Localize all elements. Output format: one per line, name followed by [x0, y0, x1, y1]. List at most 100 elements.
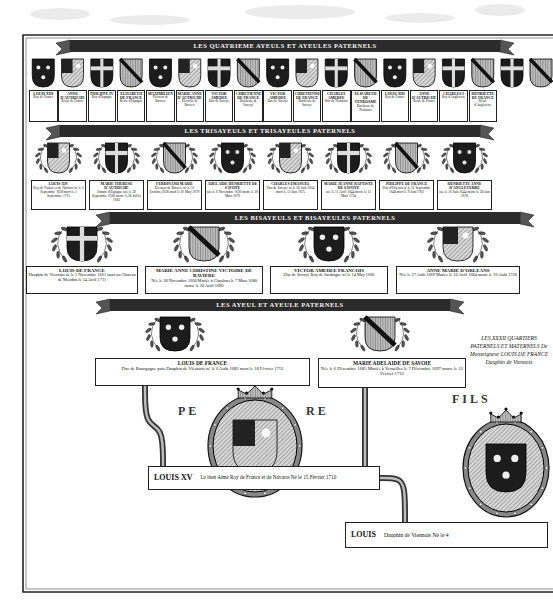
- person-details: Dauphin de Viennois Né le 4: [384, 532, 449, 538]
- person-details: Reine de France: [412, 100, 437, 104]
- laurel-spray: [343, 226, 361, 262]
- person-details: Electeur de Baviere: [148, 96, 173, 104]
- person-name: ADELAIDE HENRIETTE DE SAVOYE: [207, 182, 258, 191]
- person-name: ANNE D'AUTRICHE: [60, 92, 85, 101]
- ribbon-tail: [500, 40, 514, 55]
- laurel-spray: [242, 144, 256, 174]
- ancestor-box: VICTOR AMEDEEDuc de Savoye: [263, 90, 292, 122]
- person-details: née le 16 Juin 1644 morte le 30 Juin 167…: [439, 190, 490, 198]
- paper-stain: [245, 5, 355, 19]
- text-holder: LOUIS DE FRANCEDuc de Bourgogne puis Dau…: [97, 360, 308, 371]
- ancestor-box: LOUIS DE FRANCEDuc de Bourgogne puis Dau…: [95, 358, 310, 386]
- ancestor-box: ANNE D'AUTRICHEReine de France: [410, 90, 439, 122]
- text-holder: CHARLES EMANUELDuc de Savoye né le 20 Ju…: [265, 182, 316, 194]
- person-name: MARIE ANNE D'AUTRICHE: [177, 92, 202, 101]
- laurel-spray: [300, 144, 314, 174]
- ribbon-tail: [96, 299, 110, 314]
- ancestor-box: ELISABETH DE VENDOSMEDuchesse de Nemours: [351, 90, 380, 122]
- text-holder: CHARLES IRoy d'Angleterre: [441, 92, 466, 100]
- paper-stain: [475, 4, 525, 16]
- coat-of-arms: [454, 143, 476, 173]
- person-details: Duc de Bourgogne puis Dauphin de Viennoi…: [97, 366, 308, 371]
- ancestor-box: ELISABETH DE FRANCEReine d'Espagne: [117, 90, 146, 122]
- paper-stain: [30, 8, 90, 20]
- person-details: Roy de France: [31, 96, 56, 100]
- text-holder: LOUIS DE FRANCEDauphin de Viennois né le…: [28, 268, 136, 284]
- coat-of-arms: [365, 317, 395, 351]
- person-details: née le 11 Avril 1644 morte le 15 Mars 17…: [323, 190, 374, 198]
- generation-label: FILS: [452, 392, 491, 407]
- frame-line: [26, 38, 553, 589]
- branch-core: [380, 478, 405, 522]
- person-details: Roy d'Espagne: [89, 96, 114, 100]
- laurel-spray: [35, 144, 49, 174]
- branch-core: [145, 386, 163, 466]
- person-name: HENRIETTE ANNE D'ANGLETERRE: [439, 182, 490, 191]
- text-holder: CHRETIENNE DE FRANCEDuchesse de Savoye: [236, 92, 261, 109]
- person-details: Electrice de Baviere: [177, 100, 202, 108]
- text-holder: LES AYEUL ET AYEULE PATERNELS: [110, 299, 450, 311]
- ancestor-box: FERDINAND MARIEElecteur de Baviere né le…: [147, 180, 202, 210]
- coat-of-arms: [106, 143, 128, 173]
- coat-of-arms: [32, 59, 54, 87]
- person-details: Duc de Nemours: [324, 100, 349, 104]
- ribbon-tail: [96, 212, 110, 227]
- coat-of-arms: [396, 143, 418, 173]
- person-details: Infante d'Espagne née le 20 Septembre 16…: [91, 190, 142, 202]
- laurel-spray: [358, 144, 372, 174]
- person-name: CHARLES AMEDEE: [324, 92, 349, 101]
- ancestor-box: MARIE ADELAIDE DE SAVOIENée le 6 Décembr…: [318, 358, 466, 388]
- ancestor-box: PHILIPPE DE FRANCEDuc d'Orleans né le 21…: [379, 180, 434, 210]
- coat-of-arms: [179, 59, 201, 87]
- person-name: FERDINAND MARIE: [149, 182, 200, 186]
- person-name: LES AYEUL ET AYEULE PATERNELS: [110, 299, 450, 311]
- laurel-spray: [93, 144, 107, 174]
- ancestor-box: MARIE ANNE D'AUTRICHEElectrice de Bavier…: [176, 90, 205, 122]
- person-details: Née le 27 Août 1669 Mariée le 10 Avril 1…: [398, 273, 518, 278]
- person-name: LES QUATRIEME AYEULS ET AYEULES PATERNEL…: [70, 40, 500, 52]
- laurel-spray: [267, 144, 281, 174]
- person-details: Duc de Savoye né le 20 Juin 1634 mort le…: [265, 186, 316, 194]
- coat-of-arms: [233, 420, 277, 472]
- family-branch: [365, 388, 366, 466]
- text-holder: LOUIS Dauphin de Viennois Né le 4: [351, 530, 449, 539]
- laurel-spray: [383, 144, 397, 174]
- person-name: CHRETIENNE DE FRANCE: [236, 92, 261, 101]
- person-details: Duchesse de Savoye: [294, 100, 319, 108]
- laurel-spray: [325, 144, 339, 174]
- person-name: HENRIETTE DE FRANCE: [470, 92, 495, 101]
- person-name: ELISABETH DE VENDOSME: [353, 92, 378, 105]
- ribbon-tail: [520, 212, 534, 227]
- person-details: Dauphin de Viennois né le 1 Novembre 166…: [28, 273, 136, 283]
- coat-of-arms: [442, 59, 464, 87]
- ribbon-tail: [56, 40, 70, 55]
- coat-of-arms: [189, 227, 219, 261]
- coat-of-arms: [48, 143, 70, 173]
- text-holder: FERDINAND MARIEElecteur de Baviere né le…: [149, 182, 200, 194]
- text-holder: LES BISAYEULS ET BISAYEULES PATERNELS: [110, 212, 520, 224]
- text-holder: ANNE D'AUTRICHEReine de France: [412, 92, 437, 105]
- coat-of-arms: [267, 59, 289, 87]
- person-name: MARIE JEANNE BAPTISTE DE SAVOYE: [323, 182, 374, 191]
- ribbon-tail: [46, 125, 60, 140]
- text-holder: MARIE ANNE D'AUTRICHEElectrice de Bavier…: [177, 92, 202, 109]
- laurel-spray: [298, 226, 316, 262]
- person-name: VICTOR AMEDEE: [207, 92, 232, 101]
- person-name: LOUIS: [351, 530, 376, 539]
- coat-of-arms: [237, 59, 259, 87]
- generation-ribbon: LES TRISAYEULS ET TRISAYEULES PATERNELS: [60, 125, 480, 137]
- generation-ribbon: LES AYEUL ET AYEULE PATERNELS: [110, 299, 450, 311]
- laurel-spray: [68, 144, 82, 174]
- person-details: Roy de France: [382, 96, 407, 100]
- person-name: MARIE ADELAIDE DE SAVOIE: [320, 360, 464, 366]
- branch-outline: [380, 478, 405, 522]
- person-name: LOUIS XIV: [33, 182, 84, 186]
- text-holder: MAXIMILIENElecteur de Baviere: [148, 92, 173, 104]
- person-details: Reine d'Angleterre: [470, 100, 495, 108]
- text-holder: LOUIS XVLe bien Aimé Roy de France et de…: [154, 473, 336, 482]
- laurel-spray: [51, 226, 69, 262]
- person-name: ELISABETH DE FRANCE: [119, 92, 144, 101]
- ancestor-box: LOUIS DE FRANCEDauphin de Viennois né le…: [26, 266, 138, 294]
- ancestor-box: MAXIMILIENElecteur de Baviere: [146, 90, 175, 122]
- text-holder: LOUIS XIIIRoy de France: [382, 92, 407, 100]
